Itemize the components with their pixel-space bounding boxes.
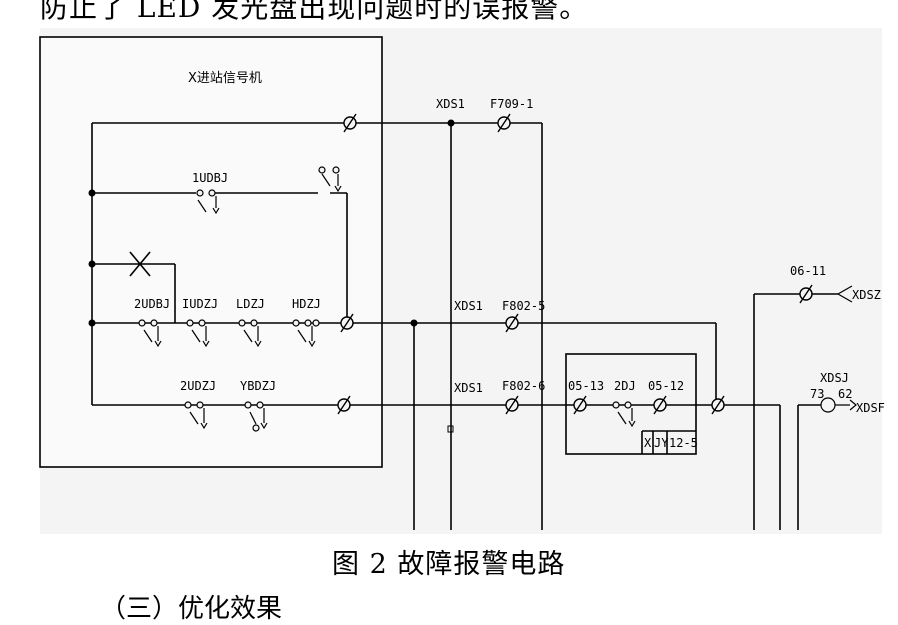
label-2udbj: 2UDBJ [134,297,170,311]
label-iudzj: IUDZJ [182,297,218,311]
signal-machine-box [39,36,383,468]
relay-contact-iudzj [186,319,210,348]
label-xds1-mid: XDS1 [454,299,483,313]
relay-contact-hdzj [292,319,320,348]
label-f802-5: F802-5 [502,299,545,313]
terminal-symbol [711,395,725,415]
label-2dj: 2DJ [614,379,636,393]
terminal-symbol [340,313,354,333]
relay-contact-2dj [612,401,636,428]
section-heading: （三）优化效果 [100,594,283,624]
label-xjy-x: X [644,436,652,450]
label-f709-1: F709-1 [490,97,533,111]
label-05-12: 05-12 [648,379,684,393]
label-xdsj: XDSJ [820,371,849,385]
label-xds1-low: XDS1 [454,381,483,395]
relay-contact-ybdzj [244,401,268,432]
label-62: 62 [838,387,852,401]
terminal-symbols [337,113,813,415]
xdsj-coil [820,397,857,413]
relay-contacts [138,166,857,432]
xjy-relay-box [565,353,697,455]
relay-contact-2udbj [138,319,162,348]
signal-machine-title: X进站信号机 [188,71,262,86]
label-1udbj: 1UDBJ [192,171,228,185]
label-xdsz: XDSZ [852,288,881,302]
relay-contact-ldzj [238,319,262,348]
label-xds1-top: XDS1 [436,97,465,111]
label-2udzj: 2UDZJ [180,379,216,393]
label-xdsf: XDSF [856,401,885,415]
label-xjy-12-5: 12-5 [669,436,698,450]
label-f802-6: F802-6 [502,379,545,393]
label-ybdzj: YBDZJ [240,379,276,393]
label-06-11: 06-11 [790,264,826,278]
xdsz-arrow [836,285,853,303]
terminal-symbol [799,284,813,304]
terminal-symbol [505,395,519,415]
terminal-symbol [337,395,351,415]
label-05-13: 05-13 [568,379,604,393]
label-73: 73 [810,387,824,401]
junction-dots [88,119,455,327]
figure-caption: 图 2 故障报警电路 [332,549,566,580]
label-xjy-jy: JY [654,436,669,450]
fault-alarm-circuit-diagram: X进站信号机 XDS1 F709-1 1UDBJ 2UDBJ IUDZJ LDZ… [39,28,885,534]
terminal-symbol [573,395,587,415]
terminal-symbol [343,113,357,133]
terminal-symbol [505,313,519,333]
relay-contact-top-right [318,166,342,193]
terminal-symbol [497,113,511,133]
label-hdzj: HDZJ [292,297,321,311]
label-ldzj: LDZJ [236,297,265,311]
terminal-symbol [653,395,667,415]
top-paragraph-text: 防止了 LED 发光盘出现问题时的误报警。 [40,0,589,24]
relay-contact-1udbj [196,189,220,215]
relay-contact-2udzj [184,401,208,430]
